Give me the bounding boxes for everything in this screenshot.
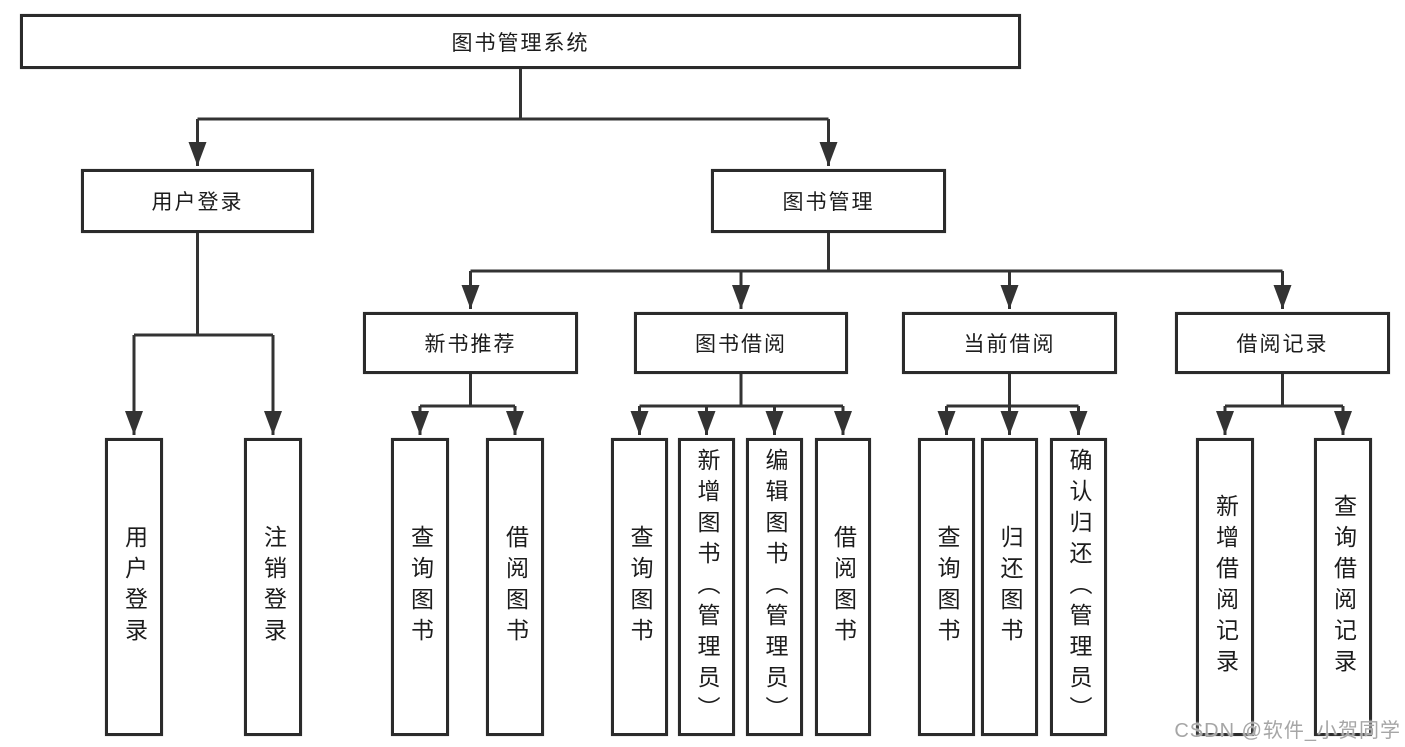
csdn-watermark: CSDN @软件_小贺同学 (1174, 720, 1401, 742)
leaf-current-query: 查询图书 (918, 438, 975, 736)
leaf-label: 查询借阅记录 (1330, 494, 1357, 680)
leaf-borrow-edit-admin: 编辑图书（管理员） (746, 438, 803, 736)
leaf-label: 借阅图书 (502, 525, 529, 649)
leaf-current-return: 归还图书 (981, 438, 1038, 736)
leaf-label: 注销登录 (260, 525, 287, 649)
leaf-label: 编辑图书（管理员） (762, 447, 788, 727)
leaf-label: 查询图书 (627, 525, 653, 649)
leaf-label: 借阅图书 (830, 525, 857, 649)
node-book-borrow: 图书借阅 (634, 312, 848, 374)
leaf-label: 新增图书（管理员） (694, 447, 720, 727)
leaf-borrow-book: 借阅图书 (815, 438, 871, 736)
leaf-current-confirm-admin: 确认归还（管理员） (1050, 438, 1107, 736)
node-book-management: 图书管理 (711, 169, 946, 233)
node-user-login: 用户登录 (81, 169, 314, 233)
leaf-label: 查询图书 (407, 525, 434, 649)
leaf-label: 归还图书 (997, 525, 1023, 649)
node-new-book-recommend: 新书推荐 (363, 312, 578, 374)
node-current-borrow: 当前借阅 (902, 312, 1117, 374)
node-borrow-records: 借阅记录 (1175, 312, 1390, 374)
node-root: 图书管理系统 (20, 14, 1021, 69)
leaf-logout: 注销登录 (244, 438, 302, 736)
leaf-borrow-add-admin: 新增图书（管理员） (678, 438, 735, 736)
leaf-label: 新增借阅记录 (1212, 494, 1239, 680)
leaf-records-query: 查询借阅记录 (1314, 438, 1372, 736)
leaf-label: 用户登录 (121, 525, 148, 649)
leaf-records-add: 新增借阅记录 (1196, 438, 1254, 736)
leaf-label: 查询图书 (934, 525, 960, 649)
leaf-user-login: 用户登录 (105, 438, 163, 736)
leaf-newbook-query: 查询图书 (391, 438, 449, 736)
leaf-label: 确认归还（管理员） (1066, 447, 1092, 727)
leaf-newbook-borrow: 借阅图书 (486, 438, 544, 736)
leaf-borrow-query: 查询图书 (611, 438, 668, 736)
